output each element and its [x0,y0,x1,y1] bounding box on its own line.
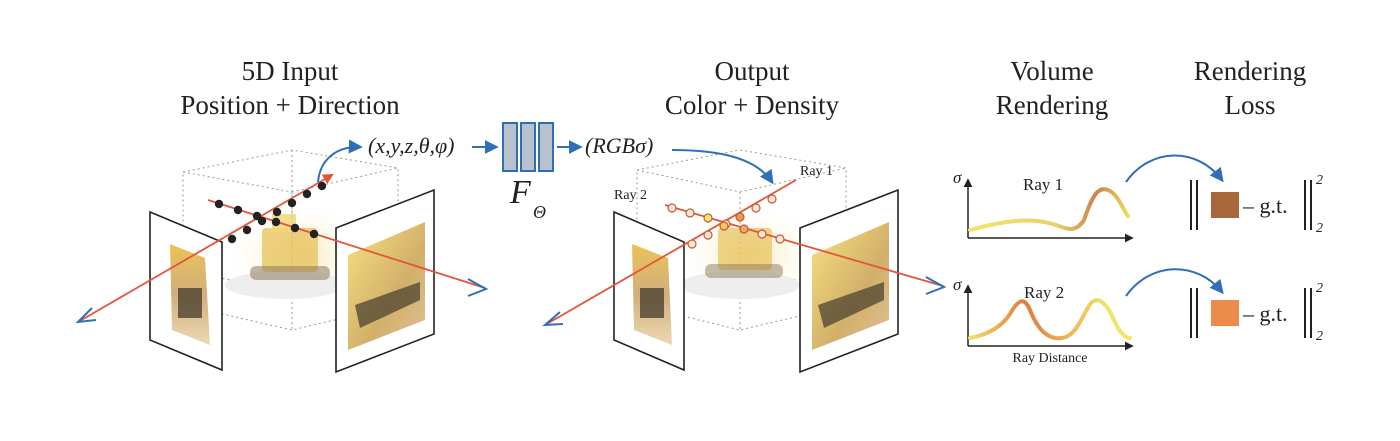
loss-arrow-1 [1125,154,1224,183]
input-arrow [317,139,363,183]
loss-2-subscript: 2 [1316,329,1323,344]
output-bounding-box [636,149,847,331]
output-arrow [671,149,774,185]
loss-title-line1: Rendering [1194,56,1306,86]
ray-2-density-curve [968,298,1132,341]
input-title-line1: 5D Input [242,56,339,86]
input-vector: (x,y,z,θ,φ) [368,133,455,158]
ray-1-label: Ray 1 [800,164,833,179]
panel-input: 5D Input Position + Direction [75,56,499,374]
output-title-line1: Output [714,56,790,86]
network-layer-1 [502,122,518,172]
panel-output: Output Color + Density (RGBσ) [542,56,947,374]
output-right-image-plane [799,188,899,374]
ray-1-sigma-label: σ [953,168,962,187]
loss-term-1: – g.t. 2 2 [1190,173,1323,236]
output-sample-points [667,194,785,249]
output-camera-right-icon [925,276,947,295]
rendered-color-swatch-1 [1211,192,1239,218]
output-title-line2: Color + Density [665,90,840,120]
loss-1-gt-label: – g.t. [1242,193,1288,218]
volume-title-line2: Rendering [996,90,1108,120]
xaxis-label: Ray Distance [1012,351,1087,366]
ray-2-density-plot: σ Ray 2 Ray Distance [953,275,1134,366]
ray-2-sigma-label: σ [953,275,962,294]
rendered-color-swatch-2 [1211,300,1239,326]
sample-points [214,181,327,244]
ray-1-density-curve [968,187,1130,232]
output-left-image-plane [613,210,685,372]
loss-term-2: – g.t. 2 2 [1190,281,1323,344]
ray-1-plot-label: Ray 1 [1023,175,1063,194]
loss-title-line2: Loss [1224,90,1275,120]
network-layer-2 [520,122,536,172]
loss-2-gt-label: – g.t. [1242,301,1288,326]
left-image-plane [149,210,223,372]
output-vector: (RGBσ) [585,133,653,158]
loss-1-superscript: 2 [1316,173,1323,188]
ray-2-label: Ray 2 [614,188,647,203]
network-subscript: Θ [533,202,546,222]
right-image-plane [335,188,435,374]
loss-2-superscript: 2 [1316,281,1323,296]
ray-1-density-plot: σ Ray 1 [953,168,1134,243]
network-label: F [509,174,532,211]
panel-rendering-loss: Rendering Loss – g.t. 2 2 – g.t. 2 2 [1125,56,1323,344]
camera-right-icon [467,278,489,297]
camera-ray-left [77,173,334,323]
loss-1-subscript: 2 [1316,221,1323,236]
loss-arrow-2 [1125,268,1224,297]
output-camera-left-icon [542,311,564,327]
ray-2-plot-label: Ray 2 [1024,283,1064,302]
network-block: F Θ [502,122,583,222]
network-layer-3 [538,122,554,172]
volume-title-line1: Volume [1010,56,1094,86]
camera-left-icon [75,307,97,324]
panel-volume-rendering: Volume Rendering σ Ray 1 σ Ray 2 Ray Dis… [953,56,1134,366]
input-title-line2: Position + Direction [180,90,400,120]
